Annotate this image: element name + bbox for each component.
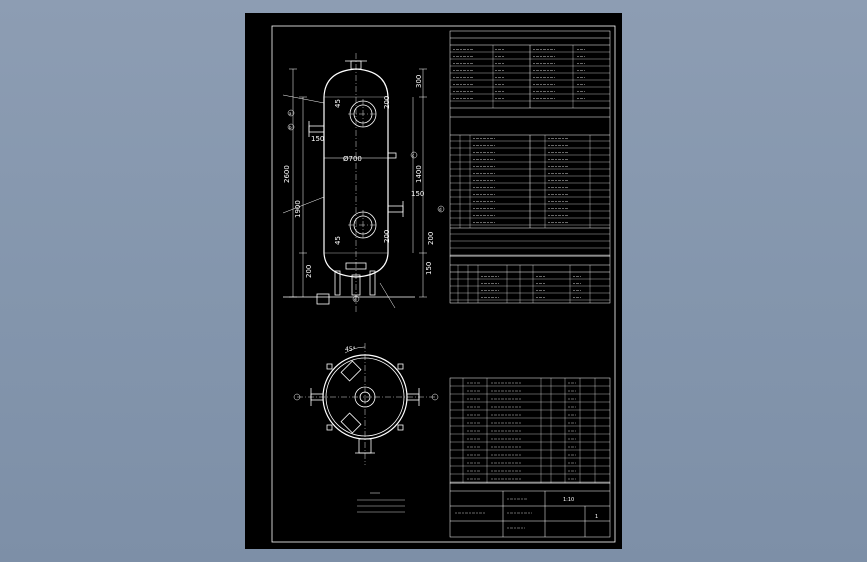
- dim-text-right-offset: 1400: [415, 165, 423, 183]
- nozzle-mark-a-circle: [287, 109, 295, 117]
- plan-leg-1: [326, 363, 333, 370]
- plan-marker-right: [431, 393, 439, 401]
- leader-line-3: [379, 282, 396, 309]
- plan-manhole-lower: [340, 412, 362, 434]
- nozzle-mark-e-circle: [352, 295, 360, 303]
- leg-right: [369, 270, 376, 296]
- dim-text-nozzle-top: 150: [311, 135, 324, 143]
- dim-text-manhole-bottom: 200: [383, 230, 391, 243]
- nozzle-schedule-table: [449, 255, 611, 304]
- dim-text-manhole-bottom-label: 45: [334, 236, 342, 245]
- dim-text-shell: 1900: [294, 200, 302, 218]
- parts-list-table: [449, 377, 611, 484]
- title-block-sheet: 1: [595, 514, 598, 520]
- plan-top-nozzle-inner: [359, 391, 371, 403]
- title-block-scale: 1:10: [563, 497, 574, 503]
- nozzle-mark-b: b: [289, 125, 292, 130]
- leader-line-2: [282, 196, 325, 214]
- nozzle-mark-e: e: [354, 297, 357, 302]
- plan-manhole-upper: [340, 360, 362, 382]
- plan-leg-4: [397, 424, 404, 431]
- nozzle-mark-a: a: [289, 111, 292, 116]
- nozzle-mark-c: c: [412, 153, 414, 158]
- bottom-drain-nozzle: [351, 274, 361, 296]
- top-head: [323, 68, 389, 98]
- cad-drawing-canvas: 2600 1900 150 Ø700 300 1400 150 45 200 4…: [271, 25, 616, 543]
- elevation-view: 2600 1900 150 Ø700 300 1400 150 45 200 4…: [282, 53, 445, 313]
- nozzle-table: [449, 255, 611, 304]
- plan-shell-inner: [325, 357, 405, 437]
- nozzle-mark-d-circle: [437, 205, 445, 213]
- dim-text-mid-right: 200: [427, 232, 435, 245]
- plan-top-nozzle: [354, 386, 376, 408]
- right-small-nozzle: [387, 152, 397, 159]
- nozzle-mark-d: d: [439, 207, 442, 212]
- plan-leg-2: [397, 363, 404, 370]
- dim-text-left-bottom: 200: [305, 265, 313, 278]
- notes-block: [357, 492, 405, 513]
- dim-text-overall: 2600: [283, 165, 291, 183]
- plan-leg-3: [326, 424, 333, 431]
- dim-text-manhole-top-label: 45: [334, 99, 342, 108]
- bottom-head: [323, 252, 389, 278]
- dim-text-diameter: Ø700: [343, 155, 362, 163]
- right-nozzle: [387, 205, 404, 213]
- support-ring: [345, 262, 367, 270]
- title-block-frame: [449, 482, 611, 538]
- dim-text-right-bottom: 150: [425, 262, 433, 275]
- base-detail: [316, 293, 330, 305]
- plan-angle-arc: [344, 346, 366, 354]
- nozzle-mark-b-circle: [287, 123, 295, 131]
- parts-table: [449, 377, 611, 484]
- left-nozzle: [308, 125, 325, 133]
- plan-angle-text: 45°: [345, 346, 356, 353]
- nozzle-mark-c-circle: [410, 151, 418, 159]
- plan-marker-left: [293, 393, 301, 401]
- plan-view: 45°: [293, 343, 439, 465]
- dim-text-top-nozzle: 300: [415, 75, 423, 88]
- leader-line-1: [282, 94, 325, 104]
- drawing-viewport[interactable]: 2600 1900 150 Ø700 300 1400 150 45 200 4…: [245, 13, 622, 549]
- drawing-frame: [271, 25, 616, 543]
- dim-text-nozzle-right: 150: [411, 190, 424, 198]
- leg-left: [334, 270, 341, 296]
- dim-text-manhole-top: 200: [383, 96, 391, 109]
- title-block: 1:10 1: [449, 482, 611, 538]
